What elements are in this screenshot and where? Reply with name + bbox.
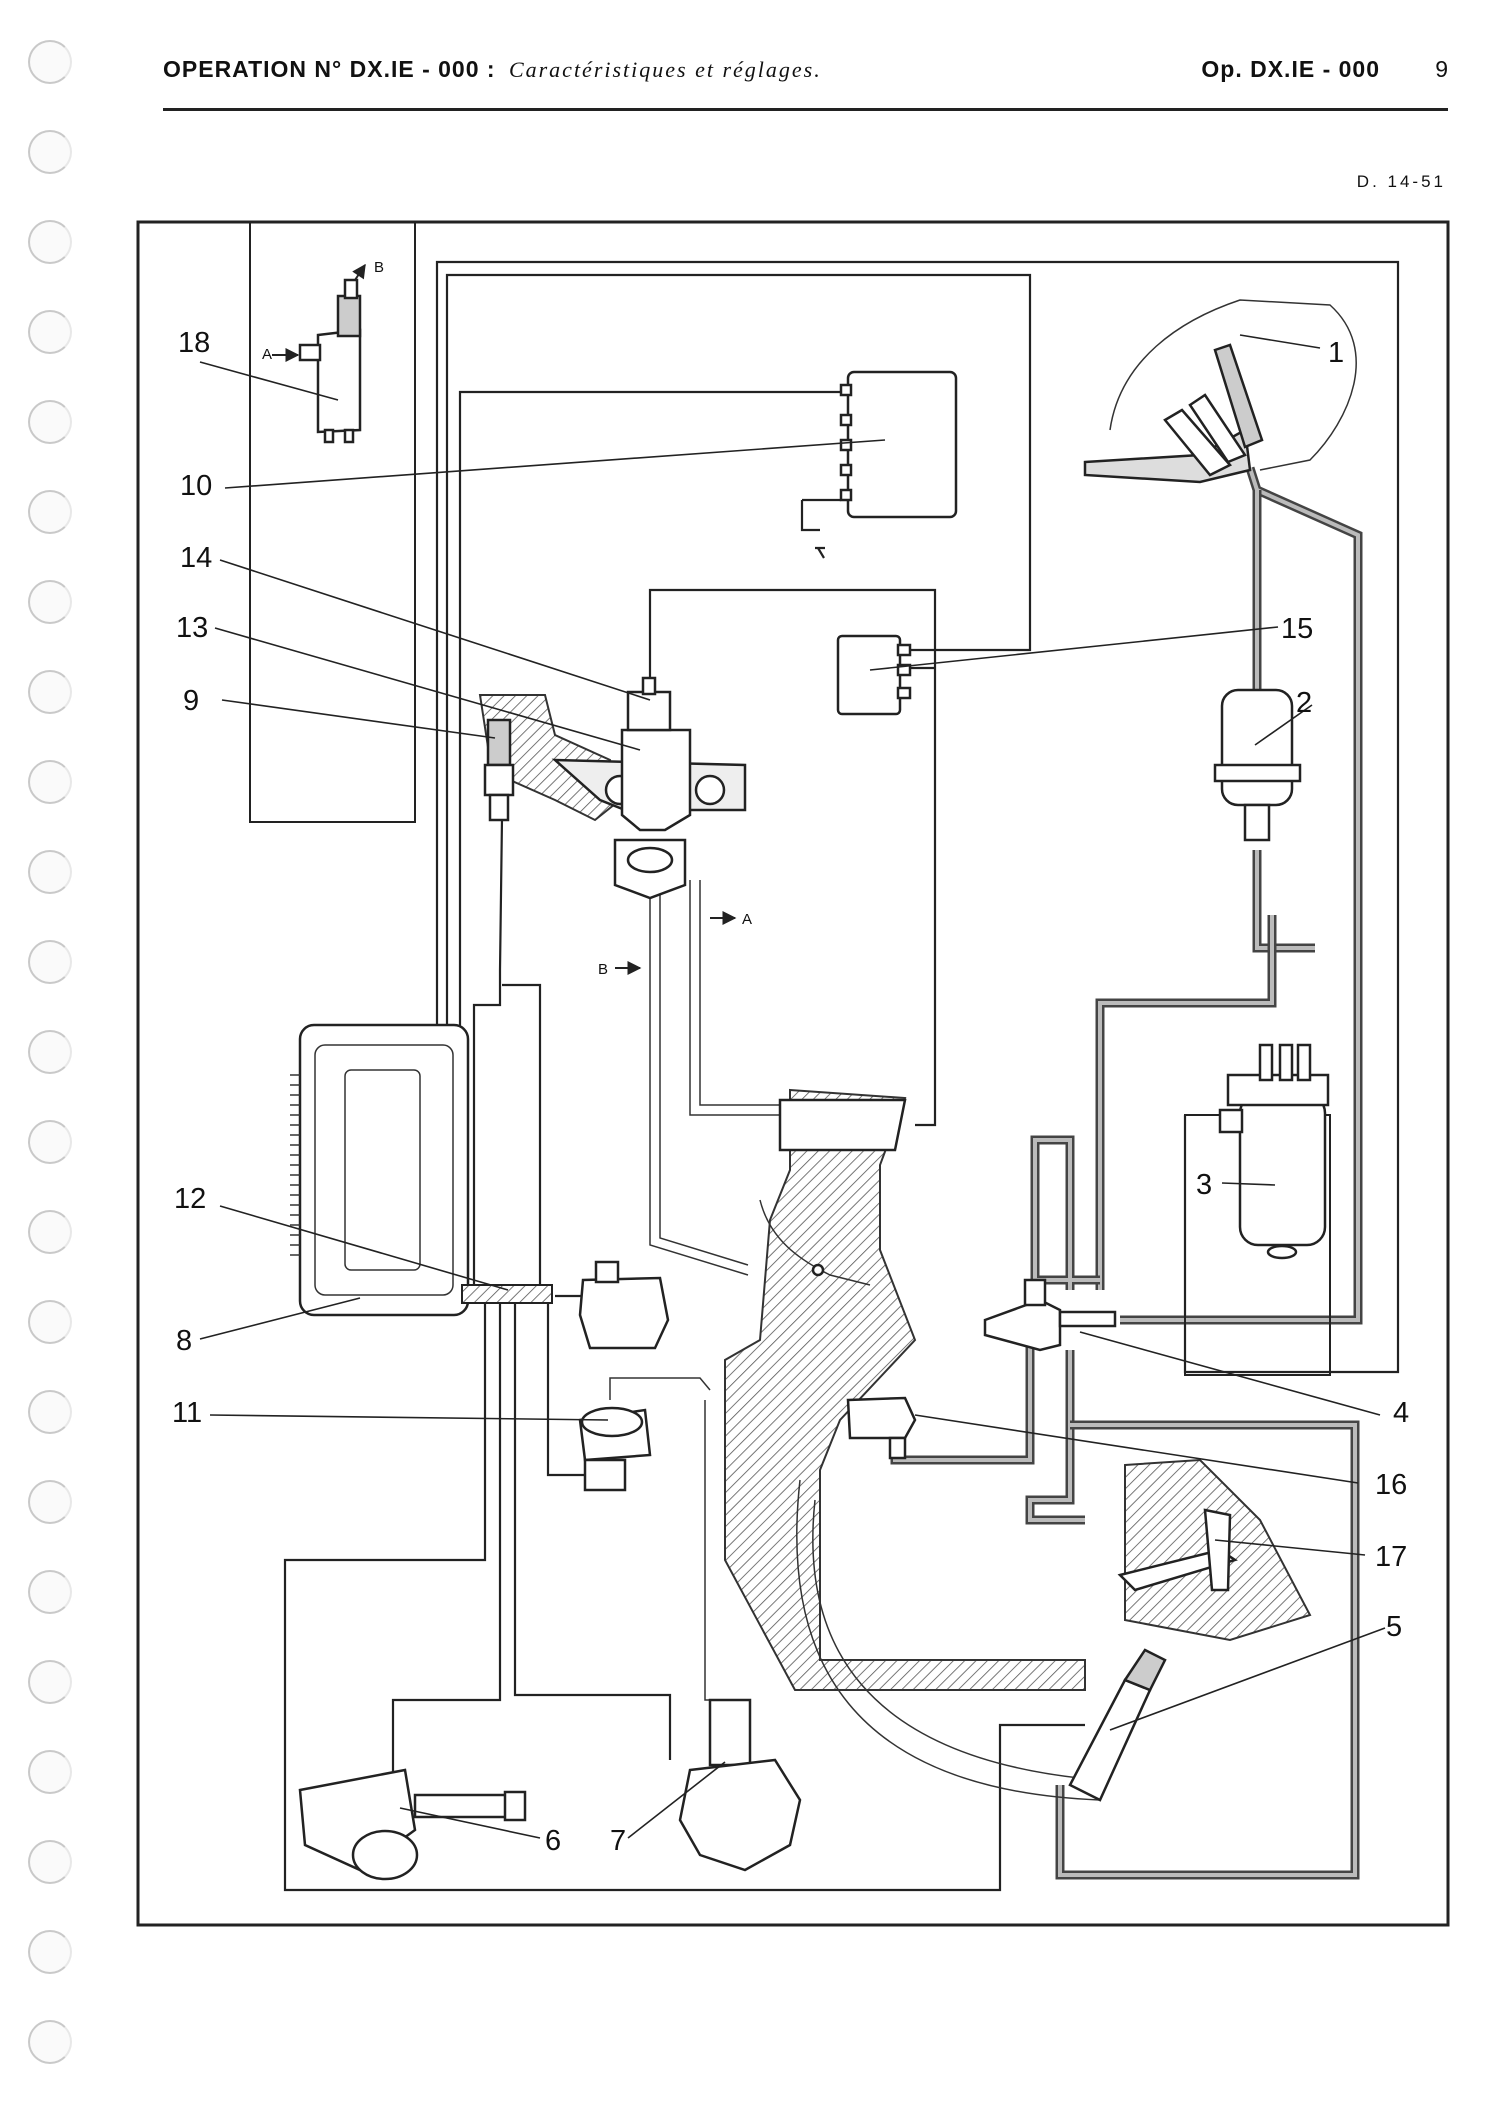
intake-manifold <box>724 1088 1101 1801</box>
callout-8: 8 <box>176 1325 192 1357</box>
binding-hole-icon <box>28 850 72 894</box>
page-number: 9 <box>1435 56 1448 82</box>
component-12-sensor <box>578 1260 670 1350</box>
callout-2: 2 <box>1296 687 1312 719</box>
port-markers <box>615 911 737 975</box>
page-header: OPERATION N° DX.IE - 000 : Caractéristiq… <box>163 56 1448 111</box>
callout-6: 6 <box>545 1825 561 1857</box>
callout-18: 18 <box>178 327 210 359</box>
ground-symbol-icon <box>815 546 825 559</box>
component-3-fuel-pump <box>1184 1043 1331 1376</box>
operation-subtitle: Caractéristiques et réglages. <box>508 57 822 82</box>
inset-port-label-a: A <box>262 346 272 363</box>
binding-hole-icon <box>28 1210 72 1254</box>
callout-14: 14 <box>180 542 212 574</box>
callout-13: 13 <box>176 612 208 644</box>
binding-hole-icon <box>28 1480 72 1524</box>
callout-12: 12 <box>174 1183 206 1215</box>
inset-box <box>249 221 416 823</box>
callout-11: 11 <box>172 1397 202 1429</box>
binding-hole-icon <box>28 130 72 174</box>
component-7-air-flow-meter <box>678 1698 802 1872</box>
binding-hole-icon <box>28 2020 72 2064</box>
diagram-frame <box>136 220 1450 1927</box>
component-1-ignition-leads <box>1083 299 1357 484</box>
component-11-throttle-switch <box>578 1406 652 1492</box>
port-label-b: B <box>598 961 608 978</box>
component-13-14-air-valve <box>613 676 692 900</box>
component-15-relay <box>836 634 912 716</box>
callout-leader-lines <box>199 334 1386 1839</box>
binding-hole-icon <box>28 1660 72 1704</box>
callout-5: 5 <box>1386 1611 1402 1643</box>
binding-hole-icon <box>28 1750 72 1794</box>
callout-17: 17 <box>1375 1541 1407 1573</box>
callout-15: 15 <box>1281 613 1313 645</box>
operation-reference: Op. DX.IE - 000 <box>1201 56 1380 82</box>
component-16-cold-start-injector <box>846 1396 917 1460</box>
port-label-a: A <box>742 911 752 928</box>
binding-hole-icon <box>28 1570 72 1614</box>
callout-16: 16 <box>1375 1469 1407 1501</box>
component-9-temperature-sensor <box>483 718 515 822</box>
callout-10: 10 <box>180 470 212 502</box>
binding-hole-icon <box>28 670 72 714</box>
diagram-reference: D. 14-51 <box>1356 172 1446 191</box>
callout-4: 4 <box>1393 1397 1409 1429</box>
binding-hole-icon <box>28 1390 72 1434</box>
air-intake-housing <box>478 694 747 822</box>
binding-hole-icon <box>28 1030 72 1074</box>
component-4-pressure-regulator <box>983 1278 1117 1352</box>
inset-port-label-b: B <box>374 259 384 276</box>
callout-3: 3 <box>1196 1169 1212 1201</box>
component-8-ecu <box>290 1023 553 1317</box>
binding-hole-icon <box>28 1300 72 1344</box>
component-10-relay-box <box>802 370 958 559</box>
component-6-distributor <box>298 1768 527 1881</box>
binding-hole-icon <box>28 760 72 804</box>
binding-hole-icon <box>28 1840 72 1884</box>
binding-hole-icon <box>28 310 72 354</box>
callout-1: 1 <box>1328 337 1344 369</box>
callout-7: 7 <box>610 1825 626 1857</box>
binding-hole-icon <box>28 40 72 84</box>
binding-hole-icon <box>28 220 72 264</box>
binding-hole-icon <box>28 490 72 534</box>
binding-hole-icon <box>28 940 72 984</box>
binding-hole-icon <box>28 400 72 444</box>
binding-hole-icon <box>28 580 72 624</box>
operation-number: OPERATION N° DX.IE - 000 : <box>163 56 496 82</box>
component-18-detail <box>272 263 366 444</box>
binding-hole-icon <box>28 1930 72 1974</box>
callout-9: 9 <box>183 685 199 717</box>
component-5-injector <box>1068 1648 1167 1802</box>
binding-hole-icon <box>28 1120 72 1164</box>
operation-title: OPERATION N° DX.IE - 000 : Caractéristiq… <box>163 56 822 83</box>
cylinder-head-valve <box>1117 1458 1312 1642</box>
component-2-fuel-filter <box>1213 688 1302 842</box>
